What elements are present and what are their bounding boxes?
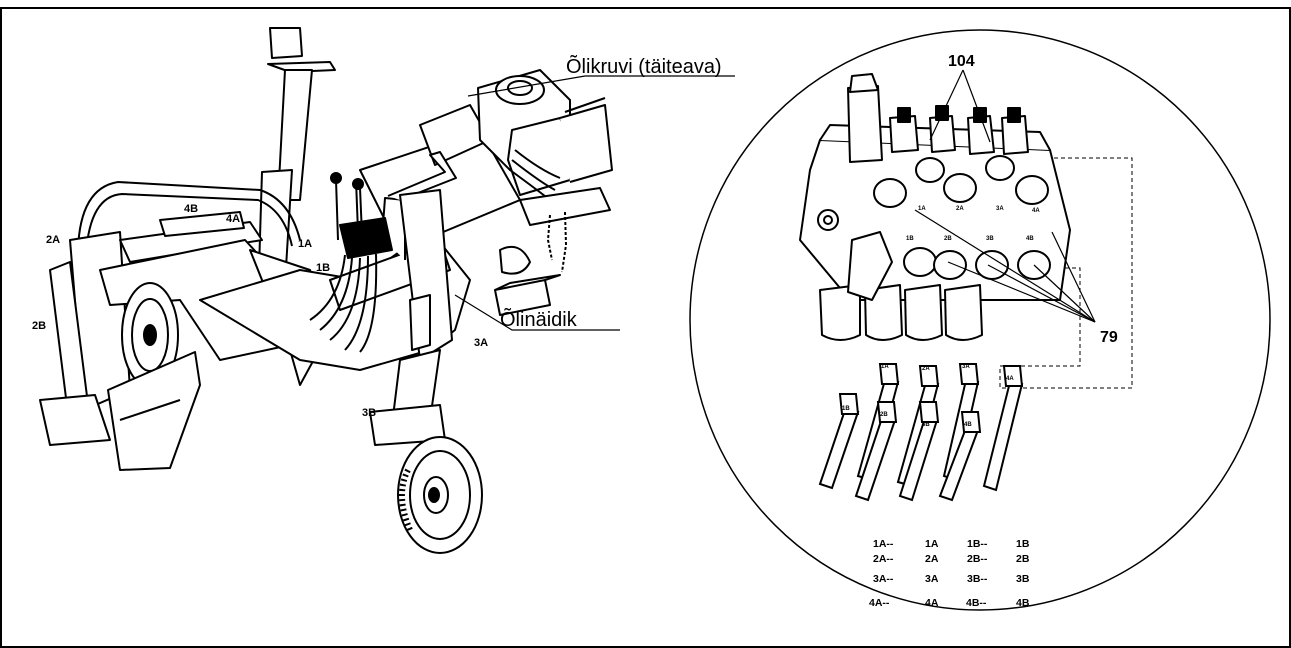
legend-r3-c1: 3A-- (873, 573, 894, 585)
machine-port-4a: 4A (226, 213, 240, 225)
valve-port-1a: 1A (918, 206, 926, 212)
legend-r2-c2: 2A (925, 553, 939, 565)
legend-r3-c3: 3B-- (967, 573, 988, 585)
valve-port-stamps: 1A 2A 3A 4A 1B 2B 3B 4B (906, 206, 1040, 242)
machine-port-1b: 1B (316, 262, 330, 274)
legend-r4-c2: 4A (925, 597, 939, 609)
legend-r3-c2: 3A (925, 573, 939, 585)
dashed-callout (999, 157, 1133, 389)
backhoe-machine-drawing (39, 27, 613, 554)
oil-gauge-label: Õlinäidik (500, 307, 578, 331)
hose-set (818, 363, 1024, 502)
legend-r1-c1: 1A-- (873, 538, 894, 550)
legend-r1-c2: 1A (925, 538, 939, 550)
page-border (0, 7, 1291, 648)
detail-view-circle (689, 29, 1271, 611)
legend-r3-c4: 3B (1016, 573, 1030, 585)
valve-port-2a: 2A (956, 206, 964, 212)
hose-tag-2a: 2A (922, 366, 930, 372)
legend-r1-c4: 1B (1016, 538, 1030, 550)
valve-port-4b: 4B (1026, 236, 1034, 242)
valve-ref-number: 104 (948, 53, 975, 70)
hose-tag-1b: 1B (842, 406, 850, 412)
valve-port-3a: 3A (996, 206, 1004, 212)
legend-r2-c3: 2B-- (967, 553, 988, 565)
machine-port-3b: 3B (362, 407, 376, 419)
machine-port-labels: 4B 4A 2A 1A 1B 2B 3A 3B (32, 203, 488, 419)
hose-tag-labels: 1A 2A 3A 4A 1B 2B 3B 4B (842, 364, 1014, 428)
hose-tag-4a: 4A (1006, 376, 1014, 382)
machine-port-4b: 4B (184, 203, 198, 215)
oil-screw-label: Õlikruvi (täiteava) (566, 54, 722, 78)
legend-r4-c1: 4A-- (869, 597, 890, 609)
port-legend: 1A-- 1A 1B-- 1B 2A-- 2A 2B-- 2B 3A-- 3A … (869, 538, 1030, 609)
control-valve-block (799, 73, 1071, 341)
machine-port-2a: 2A (46, 234, 60, 246)
machine-port-1a: 1A (298, 238, 312, 250)
hose-tag-4b: 4B (964, 422, 972, 428)
machine-port-2b: 2B (32, 320, 46, 332)
valve-port-4a: 4A (1032, 208, 1040, 214)
hose-tag-3b: 3B (922, 422, 930, 428)
legend-r2-c1: 2A-- (873, 553, 894, 565)
legend-r2-c4: 2B (1016, 553, 1030, 565)
legend-r4-c4: 4B (1016, 597, 1030, 609)
callout-lines (914, 69, 1096, 323)
hose-tag-3a: 3A (962, 364, 970, 370)
leader-lines (454, 75, 735, 331)
hose-tag-1a: 1A (881, 364, 889, 370)
valve-port-3b: 3B (986, 236, 994, 242)
hose-ref-number: 79 (1100, 329, 1118, 346)
legend-r1-c3: 1B-- (967, 538, 988, 550)
hose-tag-2b: 2B (880, 412, 888, 418)
machine-port-3a: 3A (474, 337, 488, 349)
valve-port-1b: 1B (906, 236, 914, 242)
valve-port-2b: 2B (944, 236, 952, 242)
legend-r4-c3: 4B-- (966, 597, 987, 609)
